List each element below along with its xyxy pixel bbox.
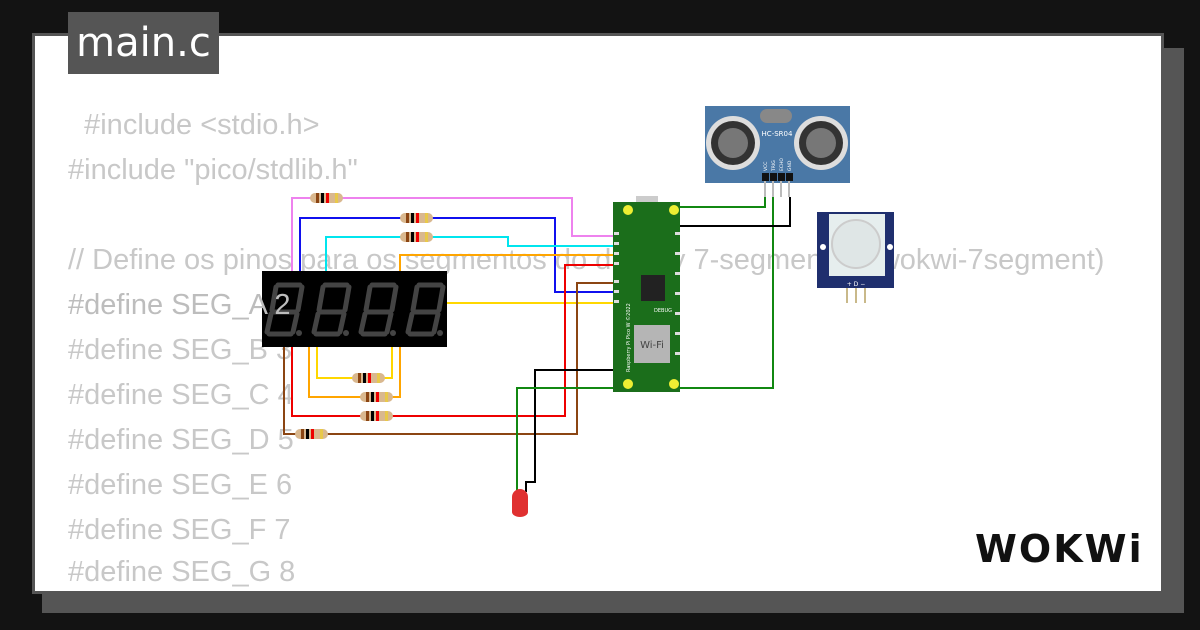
- resistor: [295, 429, 328, 439]
- wires: [283, 197, 791, 492]
- wokwi-logo: WOKWi: [975, 527, 1144, 571]
- wire-cyan: [325, 236, 613, 271]
- hc-sr04-label: HC-SR04: [762, 130, 793, 138]
- resistor: [360, 411, 393, 421]
- code-line: #define SEG_E 6: [68, 469, 293, 501]
- wifi-label: Wi-Fi: [640, 340, 664, 351]
- code-line: #include <stdio.h>: [68, 109, 320, 141]
- code-line: #define SEG_C 4: [68, 379, 294, 411]
- red-led: [512, 489, 528, 517]
- resistor: [360, 392, 393, 402]
- resistor: [400, 213, 433, 223]
- wire-led-green: [516, 387, 613, 490]
- resistor: [310, 193, 343, 203]
- code-line: #define SEG_F 7: [68, 514, 291, 546]
- preview-panel: [32, 33, 1164, 594]
- pir-pins-label: + D −: [847, 281, 866, 288]
- hc-sr04-ultrasonic-sensor: HC-SR04 VCC TRIG ECHO GND: [705, 106, 850, 197]
- wire-led-black: [525, 369, 613, 492]
- wire-hc-trig: [680, 197, 774, 389]
- raspberry-pi-pico-w: Wi-Fi DEBUG Raspberry Pi Pico W ©2022: [613, 196, 680, 392]
- resistor: [352, 373, 385, 383]
- wire-pink: [291, 197, 613, 271]
- pin-label-gnd: GND: [787, 160, 793, 171]
- pico-name-label: Raspberry Pi Pico W ©2022: [625, 303, 632, 372]
- code-line: #define SEG_D 5: [68, 424, 294, 456]
- file-tab[interactable]: main.c: [68, 12, 219, 74]
- code-line: #define SEG_B 3: [68, 334, 293, 366]
- resistor: [400, 232, 433, 242]
- pir-motion-sensor: + D −: [817, 212, 894, 303]
- pin-label-trig: TRIG: [771, 160, 777, 172]
- code-line: #include "pico/stdlib.h": [68, 154, 358, 186]
- debug-label: DEBUG: [654, 308, 672, 314]
- pin-label-vcc: VCC: [763, 162, 769, 171]
- wire-yellow: [316, 302, 613, 379]
- code-line: #define SEG_A 2: [68, 289, 291, 321]
- seven-segment-display: [262, 271, 447, 347]
- resistors: [295, 193, 433, 439]
- wire-hc-gnd: [680, 197, 791, 227]
- wire-red: [291, 264, 613, 417]
- code-line: #define SEG_G 8: [68, 556, 296, 588]
- pin-label-echo: ECHO: [779, 158, 785, 171]
- wire-hc-vcc: [680, 197, 766, 208]
- wire-blue: [299, 217, 613, 293]
- wire-orange: [308, 254, 613, 398]
- wire-brown: [283, 282, 613, 435]
